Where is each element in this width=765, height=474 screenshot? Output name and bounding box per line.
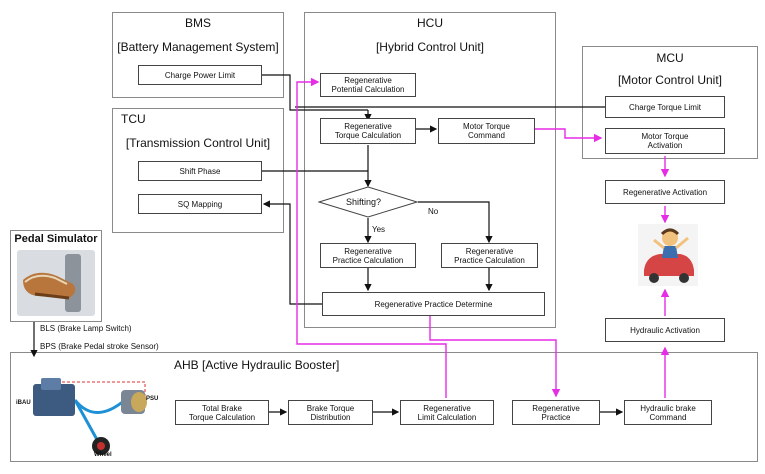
tcu-title: TCU: [121, 112, 146, 126]
pedal-title: Pedal Simulator: [14, 233, 98, 245]
shifting-decision-diamond: [318, 186, 418, 218]
total-brake-box: Total Brake Torque Calculation: [175, 400, 269, 425]
shift-phase-box: Shift Phase: [138, 161, 262, 181]
yes-label: Yes: [372, 225, 386, 234]
hydraulic-brake-command-box: Hydraulic brake Command: [624, 400, 712, 425]
regen-practice-calc-yes-box: Regenerative Practice Calculation: [320, 243, 416, 268]
bms-panel: BMS [Battery Management System]: [112, 12, 284, 98]
charge-power-limit-box: Charge Power Limit: [138, 65, 262, 85]
brake-torque-distribution-box: Brake Torque Distribution: [288, 400, 373, 425]
hcu-panel: HCU [Hybrid Control Unit]: [304, 12, 556, 328]
bps-label: BPS (Brake Pedal stroke Sensor): [40, 342, 159, 351]
regen-practice-box: Regenerative Practice: [512, 400, 600, 425]
motor-torque-command-box: Motor Torque Command: [438, 118, 535, 144]
ibau-label: iBAU: [16, 400, 31, 406]
bms-subtitle: [Battery Management System]: [117, 40, 279, 54]
regen-limit-box: Regenerative Limit Calculation: [400, 400, 494, 425]
regen-practice-determine-box: Regenerative Practice Determine: [322, 292, 545, 316]
driver-illustration: [638, 224, 698, 286]
no-label: No: [428, 207, 439, 216]
hcu-title: HCU: [417, 16, 443, 30]
shifting-decision-label: Shifting?: [346, 197, 382, 207]
hcu-subtitle: [Hybrid Control Unit]: [375, 40, 485, 54]
pedal-foot-illustration: [17, 250, 95, 316]
bms-title: BMS: [184, 16, 211, 30]
mcu-subtitle: [Motor Control Unit]: [617, 73, 723, 87]
bls-label: BLS (Brake Lamp Switch): [40, 324, 132, 333]
regen-activation-box: Regenerative Activation: [605, 180, 725, 204]
sq-mapping-box: SQ Mapping: [138, 194, 262, 214]
charge-torque-limit-box: Charge Torque Limit: [605, 96, 725, 118]
hydraulic-activation-box: Hydraulic Activation: [605, 318, 725, 342]
regen-practice-calc-no-box: Regenerative Practice Calculation: [441, 243, 538, 268]
wheel-label: Wheel: [94, 452, 112, 458]
ahb-hardware-illustration: [33, 378, 147, 455]
tcu-subtitle: [Transmission Control Unit]: [125, 136, 271, 150]
psu-label: PSU: [146, 396, 159, 402]
regen-torque-box: Regenerative Torque Calculation: [320, 118, 416, 144]
motor-torque-activation-box: Motor Torque Activation: [605, 128, 725, 154]
regen-potential-box: Regenerative Potential Calculation: [320, 73, 416, 97]
ahb-title: AHB [Active Hydraulic Booster]: [174, 358, 340, 372]
mcu-title: MCU: [656, 51, 684, 65]
